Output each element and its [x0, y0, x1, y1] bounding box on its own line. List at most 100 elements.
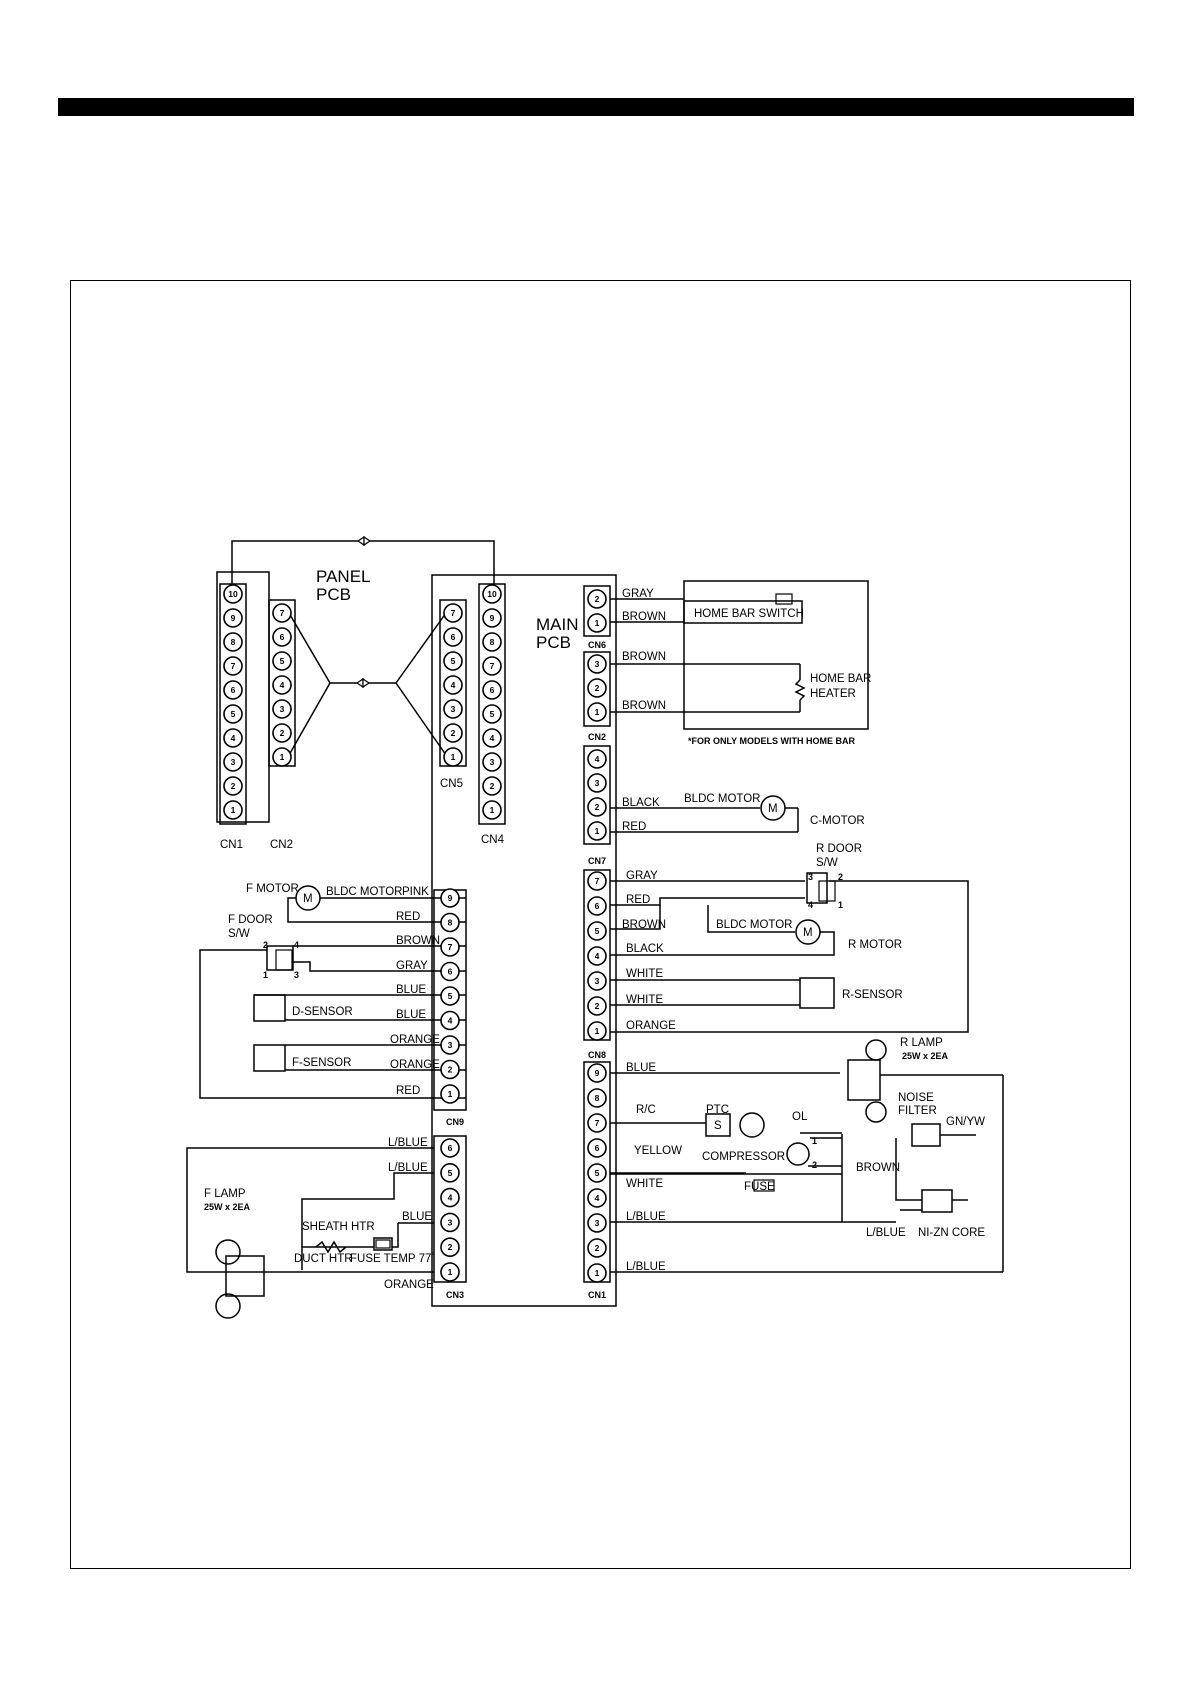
pin-label-panel_cn2-2: 2: [280, 728, 285, 738]
home-bar-heater-label-1: HOME BAR: [810, 673, 871, 685]
pin-label-main_cn4-2: 2: [490, 781, 495, 791]
wire-cn1-9: BLUE: [626, 1062, 656, 1074]
cn1-right-label: CN1: [588, 1290, 606, 1300]
pin-cn9-4: [440, 1010, 460, 1031]
pin-main_cn4-6: [482, 680, 502, 700]
wire-cn3-3: BLUE: [402, 1211, 432, 1223]
pin-label-cn7-2: 2: [595, 802, 600, 812]
f-sw-pin-2: 2: [263, 940, 268, 950]
pin-label-cn8-4: 4: [595, 951, 600, 961]
f-door-label-1: F DOOR: [228, 914, 273, 926]
pin-cn1_right-9: [587, 1063, 607, 1083]
f-door-label-2: S/W: [228, 928, 250, 940]
pin-cn1_right-3: [587, 1213, 607, 1233]
pin-panel_cn2-7: [272, 603, 292, 623]
wire-cn8-7: GRAY: [626, 870, 658, 882]
pin-label-cn2_right-1: 1: [595, 707, 600, 717]
r-door-label-1: R DOOR: [816, 843, 862, 855]
f-motor-symbol: M: [303, 893, 313, 905]
compressor-label: COMPRESSOR: [702, 1151, 785, 1163]
pin-label-panel_cn1-5: 5: [231, 709, 236, 719]
home-bar-note: *FOR ONLY MODELS WITH HOME BAR: [688, 736, 856, 746]
pin-label-cn7-4: 4: [595, 754, 600, 764]
f-sensor-label: F-SENSOR: [292, 1057, 351, 1069]
d-sensor-label: D-SENSOR: [292, 1006, 353, 1018]
r-lamp-label-2: 25W x 2EA: [902, 1051, 949, 1061]
f-sw-pin-3: 3: [294, 970, 299, 980]
ptc-label: PTC: [706, 1104, 729, 1116]
pin-label-main_cn5-7: 7: [451, 608, 456, 618]
pin-label-main_cn4-5: 5: [490, 709, 495, 719]
pin-label-cn1_right-2: 2: [595, 1243, 600, 1253]
wire-cn6-1: BROWN: [622, 611, 666, 623]
cn3-strip: [433, 1135, 467, 1283]
pin-label-main_cn5-5: 5: [451, 656, 456, 666]
c-motor-symbol: M: [768, 803, 778, 815]
pin-label-cn1_right-6: 6: [595, 1143, 600, 1153]
pin-panel_cn1-10: [223, 584, 243, 604]
pin-cn1_right-2: [587, 1238, 607, 1258]
pin-main_cn5-3: [443, 699, 463, 719]
header-bar: [58, 98, 1134, 116]
pin-panel_cn2-3: [272, 699, 292, 719]
pin-label-cn9-6: 6: [448, 967, 453, 977]
pin-label-panel_cn2-6: 6: [280, 632, 285, 642]
pin-label-cn3-3: 3: [448, 1217, 453, 1227]
pin-label-cn6-2: 2: [595, 594, 600, 604]
pin-main_cn5-7: [443, 603, 463, 623]
pin-cn1_right-5: [587, 1163, 607, 1183]
r-sw-pin-3: 3: [808, 872, 813, 882]
r-sw-pin-2: 2: [838, 872, 843, 882]
pin-label-panel_cn2-1: 1: [280, 752, 285, 762]
cn3-label: CN3: [446, 1290, 464, 1300]
pin-label-panel_cn2-7: 7: [280, 608, 285, 618]
sheath-htr-label: SHEATH HTR: [302, 1221, 375, 1233]
wire-cn8-1: ORANGE: [626, 1020, 676, 1032]
pin-label-panel_cn1-3: 3: [231, 757, 236, 767]
pin-main_cn5-5: [443, 651, 463, 671]
f-sw-pin-4: 4: [294, 940, 299, 950]
cn2-right-label: CN2: [588, 732, 606, 742]
pin-label-panel_cn2-4: 4: [280, 680, 285, 690]
wire-cn8-6: RED: [626, 894, 650, 906]
pin-cn1_right-6: [587, 1138, 607, 1158]
pin-label-main_cn4-3: 3: [490, 757, 495, 767]
panel-pcb-label-2: PCB: [316, 585, 351, 604]
c-bldc-motor-label: BLDC MOTOR: [684, 793, 760, 805]
pin-label-cn8-6: 6: [595, 901, 600, 911]
pin-label-main_cn5-4: 4: [451, 680, 456, 690]
wire-cn9-7: BROWN: [396, 935, 440, 947]
wire-gnyw: GN/YW: [946, 1116, 985, 1128]
pin-label-panel_cn1-4: 4: [231, 733, 236, 743]
wire-cn9-3: ORANGE: [390, 1034, 440, 1046]
pin-cn8-5: [587, 921, 607, 941]
pin-label-cn2_right-2: 2: [595, 683, 600, 693]
pin-cn7-1: [587, 821, 607, 841]
pin-cn6-2: [587, 589, 607, 609]
wire-cn3-1: ORANGE: [384, 1279, 434, 1291]
wire-cn9-6: GRAY: [396, 960, 428, 972]
cn7-label: CN7: [588, 856, 606, 866]
pin-label-cn8-3: 3: [595, 976, 600, 986]
pin-label-cn2_right-3: 3: [595, 659, 600, 669]
pin-cn8-2: [587, 996, 607, 1016]
pin-label-cn1_right-3: 3: [595, 1218, 600, 1228]
pin-label-cn3-4: 4: [448, 1193, 453, 1203]
pin-label-main_cn5-3: 3: [451, 704, 456, 714]
pin-label-main_cn4-8: 8: [490, 637, 495, 647]
ni-zn-core-label: NI-ZN CORE: [918, 1227, 985, 1239]
main-pcb-label-1: MAIN: [536, 615, 579, 634]
pin-label-cn7-1: 1: [595, 826, 600, 836]
wire-cn9-5: BLUE: [396, 984, 426, 996]
duct-htr-label: DUCT HTR: [294, 1253, 353, 1265]
pin-label-cn8-5: 5: [595, 926, 600, 936]
pin-label-main_cn4-6: 6: [490, 685, 495, 695]
pin-label-main_cn5-1: 1: [451, 752, 456, 762]
pin-main_cn5-6: [443, 627, 463, 647]
main-pcb-label-2: PCB: [536, 633, 571, 652]
noise-filter-label-2: FILTER: [898, 1105, 937, 1117]
pin-cn3-5: [440, 1163, 460, 1183]
pin-label-main_cn5-6: 6: [451, 632, 456, 642]
wire-lblue-core: L/BLUE: [866, 1227, 906, 1239]
rc-label: R/C: [636, 1104, 656, 1116]
